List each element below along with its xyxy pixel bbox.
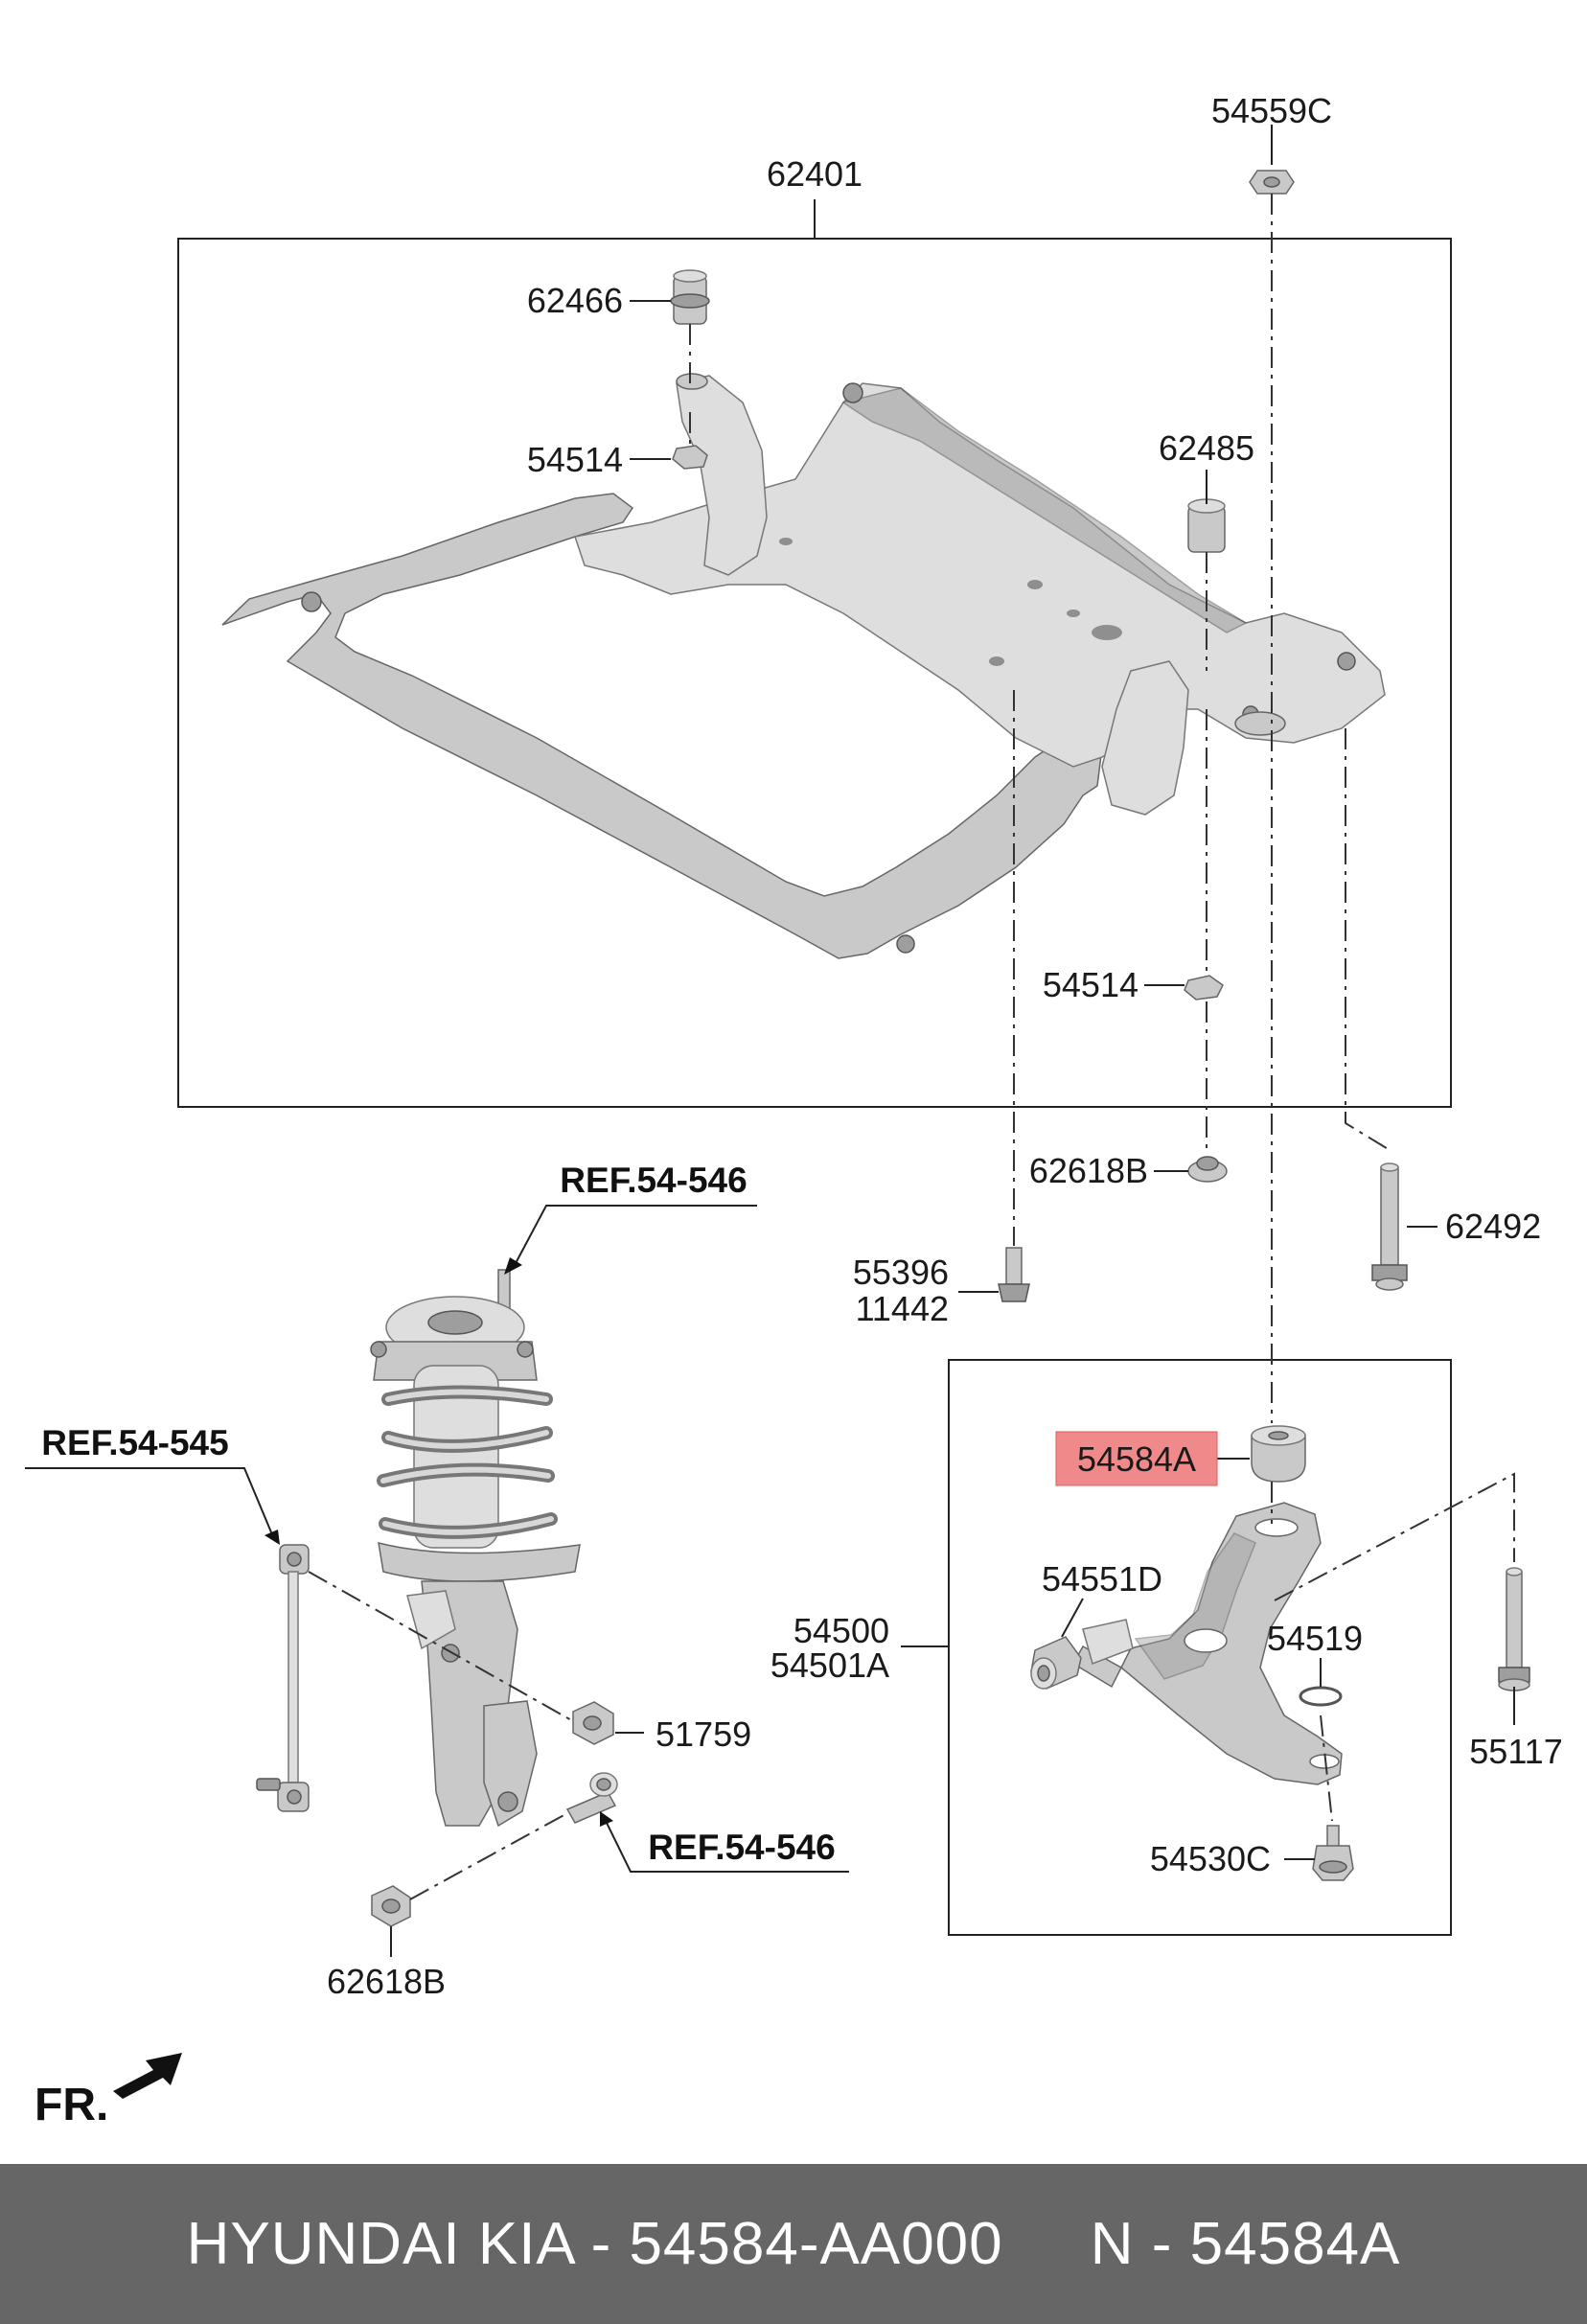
stopper-54514-bottom	[1184, 975, 1224, 1001]
stopper-54514-top	[672, 445, 708, 470]
highlight-54584a	[1055, 1431, 1218, 1486]
lower-control-arm	[1071, 1502, 1343, 1785]
ball-joint-54530c	[1312, 1825, 1354, 1881]
stabilizer-link	[256, 1544, 310, 1812]
label-54500: 54500	[794, 1611, 889, 1650]
label-62492: 62492	[1445, 1207, 1541, 1246]
ref-label-left: REF.54-545	[41, 1423, 228, 1462]
label-54519: 54519	[1267, 1619, 1363, 1658]
ref-label-bottom: REF.54-546	[648, 1828, 835, 1867]
callout-labels: 54559C 62401 62466 54514 62485 54514 626…	[327, 91, 1563, 2001]
label-55396: 55396	[853, 1253, 949, 1292]
ring-54519	[1299, 1686, 1343, 1707]
nut-51759	[572, 1701, 614, 1745]
label-62401: 62401	[767, 154, 862, 194]
label-51759: 51759	[656, 1714, 751, 1754]
label-54559c: 54559C	[1211, 91, 1332, 130]
bushing-54551d	[1030, 1636, 1082, 1690]
footer-bar: HYUNDAI KIA - 54584-AA000 N - 54584A	[0, 2164, 1587, 2324]
label-62466: 62466	[527, 281, 623, 320]
label-62618b-lower: 62618B	[327, 1962, 446, 2001]
crossmember-subframe	[221, 373, 1386, 959]
label-55117: 55117	[1469, 1732, 1562, 1771]
label-54584a: 54584A	[1077, 1439, 1196, 1479]
bolt-55117	[1498, 1567, 1530, 1691]
nut-54559c	[1249, 170, 1295, 195]
leader-lines	[25, 125, 1515, 1957]
bushing-54584a	[1251, 1425, 1306, 1483]
ref-label-top: REF.54-546	[560, 1161, 747, 1200]
bushing-62466	[670, 269, 710, 325]
nut-62618b-lower	[371, 1885, 411, 1927]
strut-assembly	[370, 1269, 581, 1828]
label-54551d: 54551D	[1042, 1559, 1162, 1599]
footer-part-number: HYUNDAI KIA - 54584-AA000 N - 54584A	[186, 2211, 1401, 2277]
front-label: FR.	[34, 2080, 108, 2130]
label-54530c: 54530C	[1150, 1839, 1271, 1878]
front-direction-indicator: FR.	[34, 2053, 182, 2130]
label-62618b-upper: 62618B	[1029, 1151, 1148, 1190]
assembly-lines	[308, 194, 1515, 1900]
bushing-62485	[1187, 498, 1226, 553]
label-54514-bottom: 54514	[1043, 965, 1138, 1004]
front-arrow-icon	[113, 2053, 182, 2099]
label-11442: 11442	[856, 1289, 949, 1328]
label-54514-top: 54514	[527, 440, 623, 479]
washer-62618b-upper	[1187, 1156, 1228, 1183]
label-54501a: 54501A	[770, 1645, 889, 1685]
bolt-ref-54-546	[565, 1772, 618, 1824]
label-62485: 62485	[1159, 428, 1254, 468]
bolt-55396	[998, 1247, 1030, 1302]
bolt-62492	[1371, 1162, 1408, 1291]
parts-diagram: 54559C 62401 62466 54514 62485 54514 626…	[25, 91, 1563, 2130]
